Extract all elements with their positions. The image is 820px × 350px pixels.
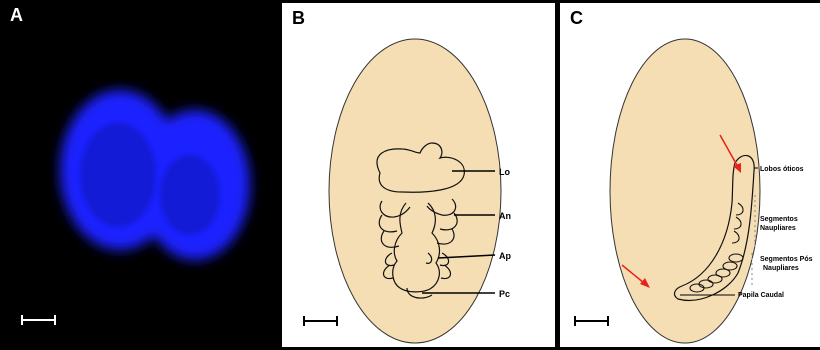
label-lo: Lo [499,167,510,177]
label-ap: Ap [499,251,511,261]
label-papila-caudal: Papila Caudal [738,292,784,299]
panel-b-schematic: Lo An Ap Pc B [282,3,555,347]
label-pc: Pc [499,289,510,299]
panel-a-micrograph: A [0,0,276,350]
label-segmentos-pos-1: Segmentos Pós [760,256,813,263]
panel-letter-a: A [10,5,23,26]
fluorescence-image [0,0,276,350]
label-segmentos-pos-2: Naupliares [763,265,799,272]
panel-letter-b: B [292,8,305,29]
panel-c-schematic: Lobos óticos Segmentos Naupliares Segmen… [560,3,820,347]
label-an: An [499,211,511,221]
label-segmentos-naupliares-1: Segmentos [760,216,798,223]
label-lobos-oticos: Lobos óticos [760,166,804,173]
label-segmentos-naupliares-2: Naupliares [760,225,796,232]
egg-ventral-diagram: Lo An Ap Pc [282,3,555,347]
egg-lateral-diagram: Lobos óticos Segmentos Naupliares Segmen… [560,3,820,347]
panel-letter-c: C [570,8,583,29]
